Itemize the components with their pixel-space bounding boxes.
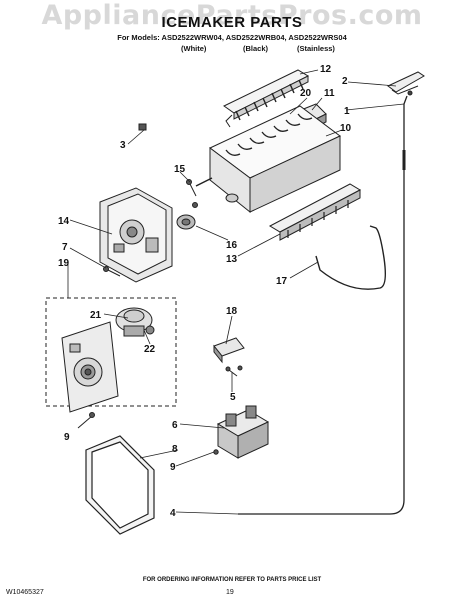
control-housing-part xyxy=(99,187,173,283)
callout-9a: 9 xyxy=(64,432,70,443)
callout-8: 8 xyxy=(172,444,178,455)
motor-part xyxy=(115,307,155,337)
callout-20: 20 xyxy=(300,88,312,99)
callout-19: 19 xyxy=(58,258,70,269)
ordering-note: FOR ORDERING INFORMATION REFER TO PARTS … xyxy=(142,577,322,583)
callout-2: 2 xyxy=(342,76,348,87)
shutoff-arm-part xyxy=(315,225,387,290)
callout-3: 3 xyxy=(120,140,126,151)
callout-15: 15 xyxy=(174,164,186,175)
fill-trough-part xyxy=(268,183,362,241)
callout-22: 22 xyxy=(144,344,156,355)
callout-21: 21 xyxy=(90,310,102,321)
callout-9b: 9 xyxy=(170,462,176,473)
callout-7: 7 xyxy=(62,242,68,253)
callout-12: 12 xyxy=(320,64,332,75)
water-valve-part xyxy=(213,405,270,459)
variant-white: (White) xyxy=(181,44,207,53)
motor-assembly-group xyxy=(45,297,177,407)
variant-stainless: (Stainless) xyxy=(297,44,335,53)
screw-part-15 xyxy=(186,179,197,197)
page-number: 19 xyxy=(226,589,234,596)
watermark: AppliancePartsPros.com xyxy=(41,0,423,31)
ice-stripper-part xyxy=(223,69,310,128)
model-list: For Models: ASD2522WRW04, ASD2522WRB04, … xyxy=(117,33,347,42)
callout-5: 5 xyxy=(230,392,236,403)
callout-6: 6 xyxy=(172,420,178,431)
callout-11: 11 xyxy=(324,88,335,99)
front-cover-part xyxy=(85,435,155,535)
page-title: ICEMAKER PARTS xyxy=(161,14,303,31)
callout-10: 10 xyxy=(340,123,352,134)
drive-coupler-part xyxy=(176,202,198,230)
screw-part-9a xyxy=(77,412,95,429)
ice-mold-part xyxy=(195,105,341,214)
fill-tube-part xyxy=(238,95,408,515)
document-code: W10465327 xyxy=(6,589,44,596)
callout-numbers: 12 2 20 11 1 3 10 15 14 16 7 13 19 17 18… xyxy=(58,64,352,519)
callout-4: 4 xyxy=(170,508,176,519)
callout-17: 17 xyxy=(276,276,288,287)
fill-cup-bracket-part xyxy=(387,71,425,96)
bracket-part xyxy=(213,337,245,377)
callout-1: 1 xyxy=(344,106,350,117)
variant-black: (Black) xyxy=(243,44,269,53)
callout-16: 16 xyxy=(226,240,238,251)
leader-lines xyxy=(67,69,405,515)
callout-13: 13 xyxy=(226,254,238,265)
module-plate-part xyxy=(61,321,119,413)
screw-part-3 xyxy=(138,123,147,131)
callout-14: 14 xyxy=(58,216,70,227)
callout-18: 18 xyxy=(226,306,238,317)
